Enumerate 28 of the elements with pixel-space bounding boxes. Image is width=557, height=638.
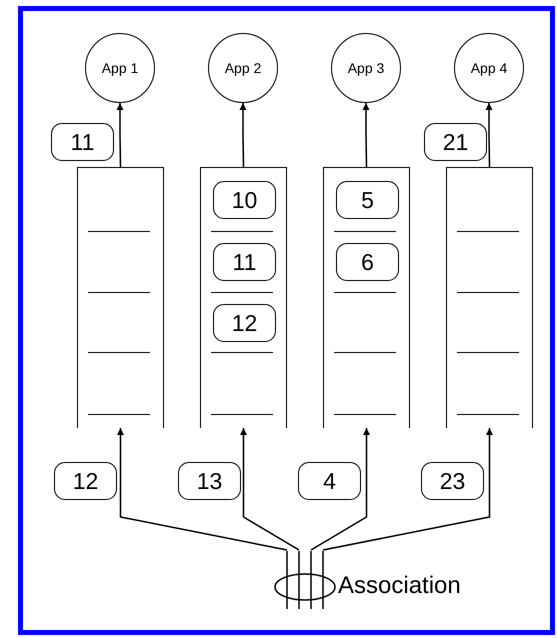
message-token: 21 bbox=[424, 123, 487, 161]
queue-box bbox=[77, 167, 164, 428]
message-token: 11 bbox=[51, 123, 114, 161]
message-token: 12 bbox=[54, 462, 117, 500]
app-circle: App 2 bbox=[208, 33, 278, 103]
message-token: 11 bbox=[213, 243, 276, 281]
arrow bbox=[117, 428, 288, 551]
arrow bbox=[240, 103, 246, 168]
app-circle: App 4 bbox=[454, 33, 524, 103]
queue-box bbox=[323, 167, 410, 428]
message-token: 4 bbox=[298, 462, 361, 500]
arrow bbox=[116, 103, 124, 168]
association-label: Association bbox=[338, 572, 461, 600]
message-token: 13 bbox=[178, 462, 241, 500]
message-token: 12 bbox=[213, 304, 276, 342]
arrow bbox=[486, 103, 492, 168]
arrow bbox=[310, 428, 370, 551]
message-token: 23 bbox=[421, 462, 484, 500]
message-token: 10 bbox=[213, 181, 276, 219]
queue-box bbox=[446, 167, 533, 428]
arrow bbox=[240, 428, 300, 551]
message-token: 5 bbox=[336, 181, 399, 219]
arrow bbox=[322, 428, 493, 551]
arrow bbox=[362, 103, 370, 168]
queue-box bbox=[200, 167, 287, 428]
app-circle: App 1 bbox=[85, 33, 155, 103]
app-circle: App 3 bbox=[331, 33, 401, 103]
message-token: 6 bbox=[336, 243, 399, 281]
